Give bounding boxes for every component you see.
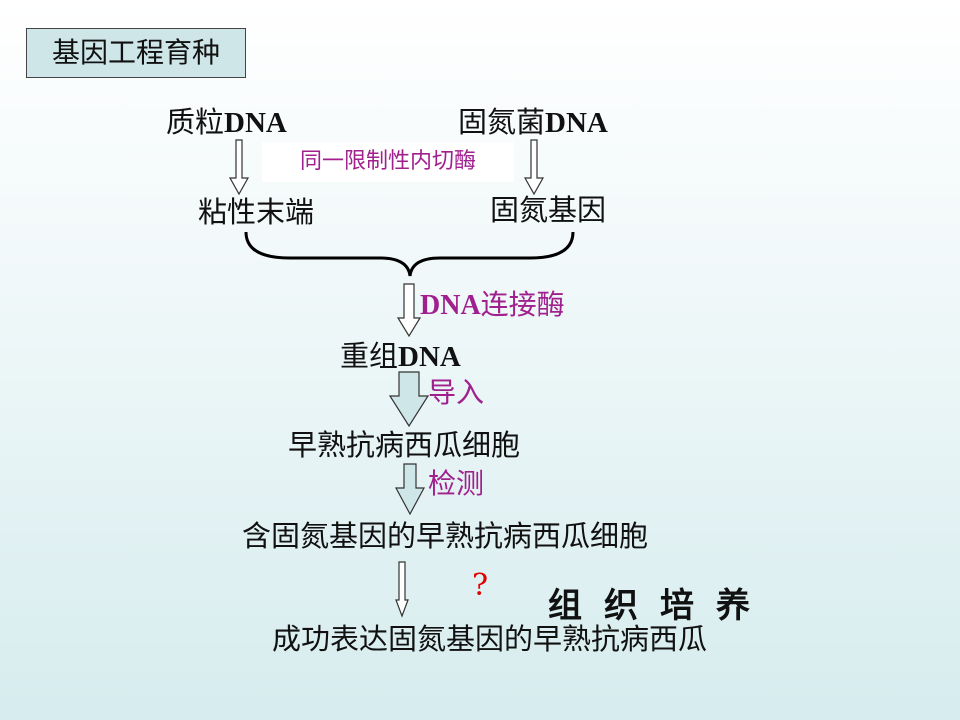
restriction-enzyme-label: 同一限制性内切酶 <box>262 142 514 182</box>
node-nitrogen-gene: 固氮基因 <box>490 193 607 227</box>
arrow-detect <box>394 463 426 516</box>
arrow-ligase <box>396 283 422 338</box>
arrow-plasmid-to-sticky-end <box>228 139 250 196</box>
arrow-introduce <box>388 371 430 428</box>
arrow-culture <box>395 561 409 618</box>
ligase-label: DNA连接酶 <box>420 288 565 321</box>
node-final-melon: 成功表达固氮基因的早熟抗病西瓜 <box>272 622 708 656</box>
node-melon-cell: 早熟抗病西瓜细胞 <box>288 428 521 462</box>
page-title: 基因工程育种 <box>26 28 246 78</box>
node-recombinant-dna: 重组DNA <box>340 339 461 373</box>
detect-label: 检测 <box>428 467 485 500</box>
tissue-culture-label: 组织培养 <box>548 586 772 626</box>
arrow-nitrogen-dna-to-gene <box>523 139 545 196</box>
question-mark: ? <box>472 568 489 603</box>
introduce-label: 导入 <box>428 376 485 409</box>
node-plasmid-dna: 质粒DNA <box>166 105 287 139</box>
node-melon-cell-with-gene: 含固氮基因的早熟抗病西瓜细胞 <box>242 519 649 553</box>
merge-brace <box>244 231 575 277</box>
node-sticky-end: 粘性末端 <box>198 195 315 229</box>
node-nitrogen-dna: 固氮菌DNA <box>458 105 608 139</box>
